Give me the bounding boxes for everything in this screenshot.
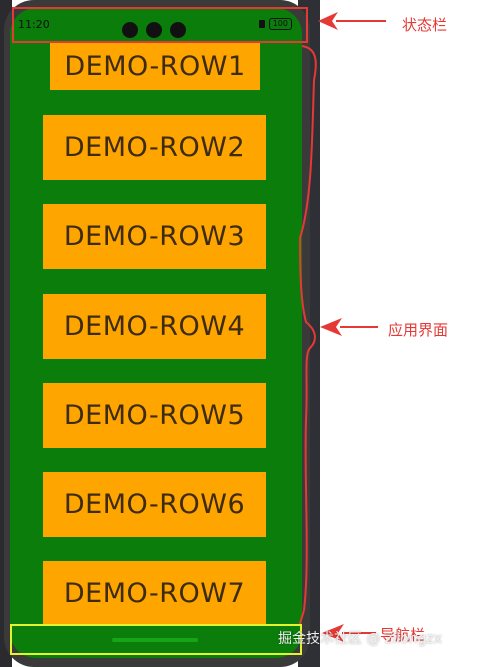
navigation-bar	[12, 626, 300, 654]
status-time: 11:20	[18, 18, 50, 31]
phone-screen: 11:20 100 DEMO-ROW1 DEMO-ROW2 DEMO-ROW3 …	[10, 8, 302, 658]
battery-icon: 100	[268, 18, 292, 30]
status-bar: 11:20 100	[10, 8, 302, 40]
camera-icon	[122, 22, 138, 38]
demo-row-4: DEMO-ROW4	[43, 294, 266, 359]
status-icons: 100	[258, 18, 292, 30]
camera-icon	[170, 22, 186, 38]
camera-icon	[146, 22, 162, 38]
status-arrow-head	[318, 12, 338, 30]
demo-row-7: DEMO-ROW7	[43, 561, 266, 626]
app-arrow-head	[320, 318, 342, 336]
demo-row-5: DEMO-ROW5	[43, 383, 266, 448]
camera-cutouts	[122, 22, 186, 38]
lock-icon	[258, 20, 265, 28]
watermark: 掘金技术社区 @ zilongzx	[278, 631, 442, 647]
demo-row-6: DEMO-ROW6	[43, 472, 266, 537]
demo-row-1: DEMO-ROW1	[50, 42, 260, 90]
demo-row-3: DEMO-ROW3	[43, 204, 266, 269]
home-indicator[interactable]	[112, 638, 198, 642]
nav-bar-annotation: 导航栏	[380, 626, 426, 644]
nav-bar-highlight-box	[10, 624, 302, 655]
status-bar-annotation: 状态栏	[402, 16, 448, 34]
status-bar-highlight-box	[12, 7, 308, 43]
app-interface-annotation: 应用界面	[388, 321, 449, 339]
demo-row-2: DEMO-ROW2	[43, 115, 266, 180]
